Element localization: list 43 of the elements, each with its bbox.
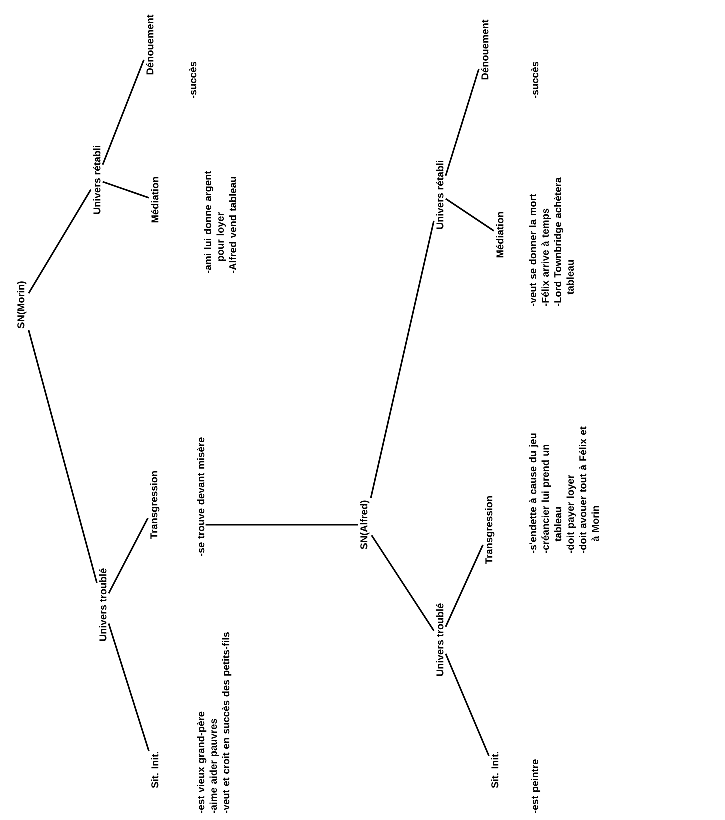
category-label: Univers troublé <box>436 604 444 676</box>
category-label: Médiation <box>496 212 504 258</box>
connector-line <box>371 535 435 632</box>
connector-line <box>445 68 480 176</box>
connector-line <box>102 181 150 199</box>
description-text: -créancier lui prend un tableau <box>542 444 562 554</box>
description-text: -est vieux grand-père <box>197 712 207 814</box>
connector-line <box>370 220 435 498</box>
connector-line <box>445 654 490 756</box>
category-label: Univers troublé <box>99 568 107 642</box>
connector-line <box>28 330 98 584</box>
category-label: Dénouement <box>481 20 489 80</box>
category-label: Univers rétabli <box>93 146 101 214</box>
connector-line <box>102 60 145 166</box>
category-label: SN(Alfred) <box>360 500 370 550</box>
connector-line <box>108 624 150 752</box>
description-text: -s'endette à cause du jeu <box>529 434 539 554</box>
description-text: -Lord Townbridge achètera tableau <box>554 177 574 306</box>
description-text: -doit avouer tout à Félix et à Morin <box>579 426 600 554</box>
description-text: -est peintre <box>531 760 540 814</box>
description-text: -se trouve devant misère <box>197 438 205 556</box>
category-label: Sit. Init. <box>151 752 159 788</box>
category-label: Transgression <box>150 471 160 540</box>
description-text: -succès <box>189 62 197 98</box>
description-text: -Félix arrive à temps <box>542 208 551 306</box>
description-text: -aime aider pauvres <box>210 719 220 814</box>
description-text: -doit payer loyer <box>566 475 576 554</box>
connector-line <box>206 524 358 526</box>
description-text: -ami lui donne argent pour loyer <box>204 171 226 274</box>
category-label: Univers rétabli <box>436 160 444 230</box>
connector-line <box>445 544 484 628</box>
category-label: Transgression <box>485 496 495 564</box>
connector-line <box>108 518 149 594</box>
connector-line <box>445 198 495 232</box>
category-label: Sit. Init. <box>491 752 499 788</box>
category-label: SN(Morin) <box>17 282 27 329</box>
description-text: -veut et croit en succès des petits-fils <box>222 632 232 814</box>
description-text: -Alfred vend tableau <box>229 177 237 274</box>
description-text: -veut se donner la mort <box>529 194 537 306</box>
description-text: -succès <box>531 62 539 98</box>
connector-line <box>28 189 92 294</box>
category-label: Dénouement <box>146 14 154 75</box>
category-label: Médiation <box>151 177 159 223</box>
